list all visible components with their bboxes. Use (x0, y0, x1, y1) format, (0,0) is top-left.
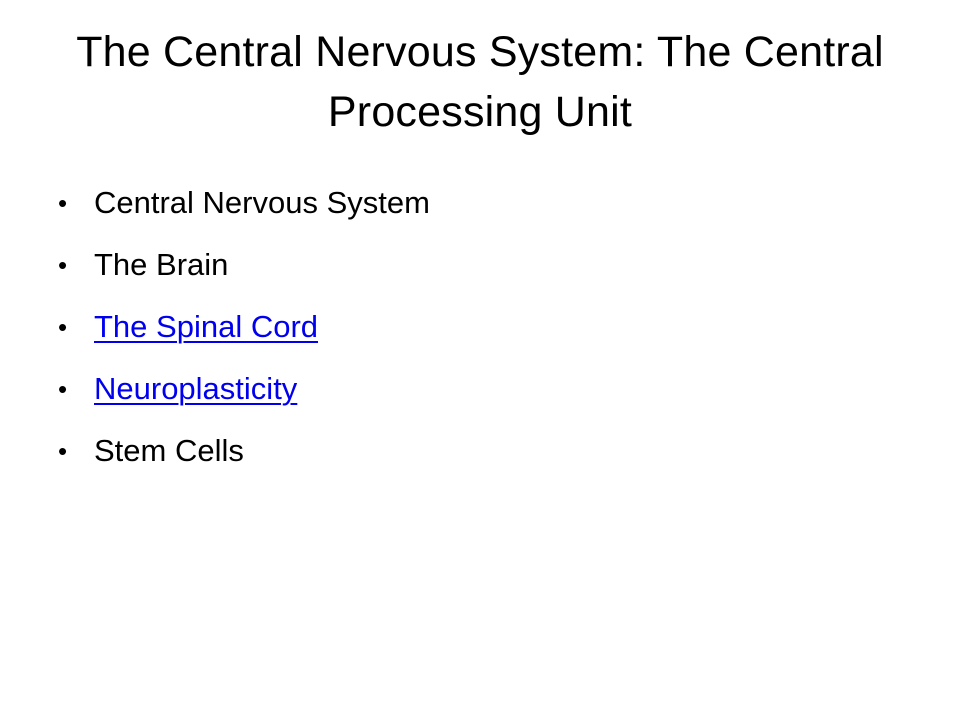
slide-title: The Central Nervous System: The Central … (76, 28, 884, 136)
neuroplasticity-link[interactable]: Neuroplasticity (94, 371, 298, 406)
list-item: • The Spinal Cord (58, 296, 430, 358)
bullet-text-the-brain: The Brain (94, 247, 229, 282)
list-item: • Central Nervous System (58, 172, 430, 234)
bullet-icon: • (58, 250, 68, 280)
list-item: • Stem Cells (58, 420, 430, 482)
bullet-icon: • (58, 312, 68, 342)
bullet-list: • Central Nervous System • The Brain • T… (58, 172, 430, 482)
bullet-text-stem-cells: Stem Cells (94, 433, 244, 468)
list-item: • Neuroplasticity (58, 358, 430, 420)
bullet-icon: • (58, 436, 68, 466)
bullet-icon: • (58, 188, 68, 218)
list-item: • The Brain (58, 234, 430, 296)
bullet-text-central-nervous-system: Central Nervous System (94, 185, 430, 220)
bullet-icon: • (58, 374, 68, 404)
spinal-cord-link[interactable]: The Spinal Cord (94, 309, 319, 344)
